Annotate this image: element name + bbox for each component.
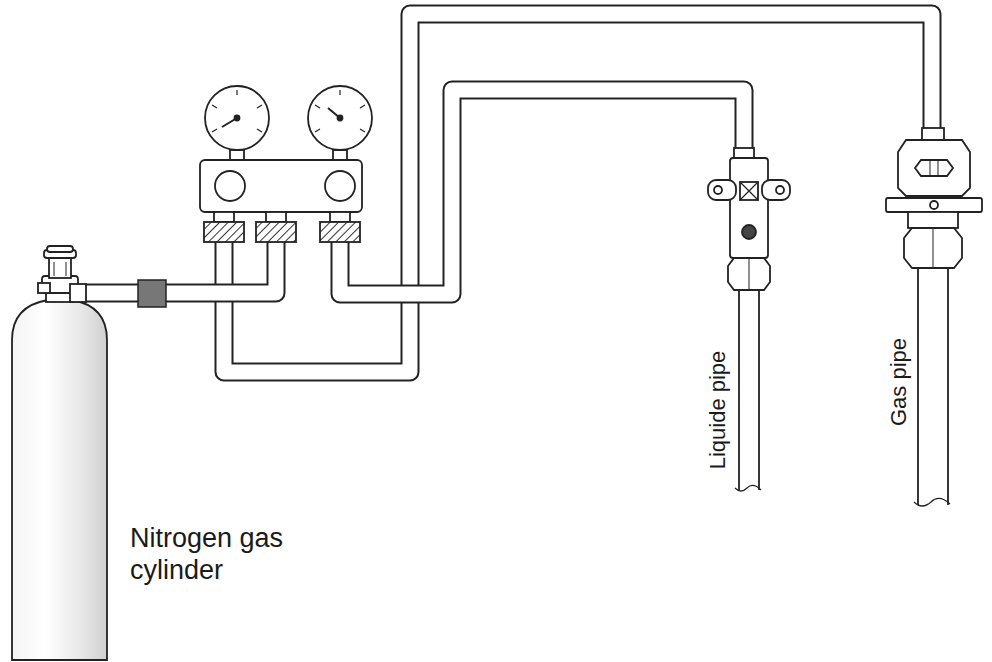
hoses <box>84 14 932 372</box>
coupling <box>138 280 166 307</box>
cylinder-label: Nitrogen gas cylinder <box>130 522 305 587</box>
gas-service-valve <box>886 128 982 506</box>
pipe-label: Gas pipe <box>886 338 912 426</box>
manifold-gauge <box>200 86 372 242</box>
pipe-label: Liquide pipe <box>705 351 731 470</box>
nitrogen-cylinder <box>12 246 107 660</box>
